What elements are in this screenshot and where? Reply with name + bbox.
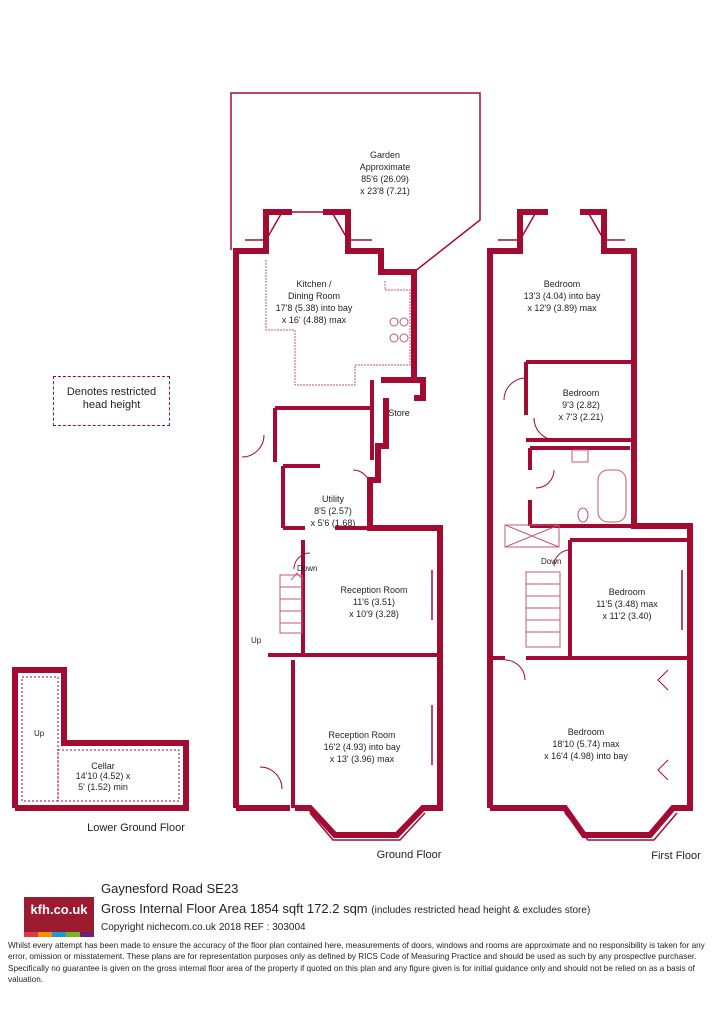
first-level-label: First Floor (651, 850, 701, 862)
bed1-name: Bedroom (544, 279, 581, 289)
cellar-walls (12, 667, 189, 811)
bed3-size-2: x 11'2 (3.40) (602, 611, 651, 621)
kfh-logo: kfh.co.uk (24, 897, 94, 937)
first-stairs-down: Down (541, 557, 561, 566)
garden-outline (230, 92, 481, 273)
ground-floor-walls (233, 209, 443, 838)
gross-internal-area: Gross Internal Floor Area 1854 sqft 172.… (101, 901, 590, 916)
kitchen-name-2: Dining Room (288, 291, 340, 301)
key-line-2: head height (82, 399, 141, 411)
kitchen-size-1: 17'8 (5.38) into bay (276, 303, 353, 313)
first-floor-inner-walls (490, 360, 690, 660)
kitchen-worktop (265, 260, 411, 386)
bathroom-fixtures (571, 449, 627, 523)
reception2-size-1: 16'2 (4.93) into bay (324, 742, 401, 752)
bed4-name: Bedroom (568, 727, 605, 737)
first-floor-bays (498, 213, 683, 841)
kitchen-label: Kitchen / Dining Room 17'8 (5.38) into b… (276, 279, 353, 325)
bed2-size-1: 9'3 (2.82) (562, 400, 600, 410)
property-address: Gaynesford Road SE23 (101, 881, 239, 896)
cellar-name: Cellar (91, 761, 115, 771)
bed2-label: Bedroom 9'3 (2.82) x 7'3 (2.21) (559, 388, 604, 422)
utility-name: Utility (322, 494, 344, 504)
ground-level-label: Ground Floor (377, 849, 442, 861)
bed1-size-2: x 12'9 (3.89) max (527, 303, 597, 313)
key-line-1: Denotes restricted (66, 386, 157, 398)
cellar-size-2: 5' (1.52) min (78, 782, 128, 792)
ground-doors (241, 434, 371, 790)
bed3-label: Bedroom 11'5 (3.48) max x 11'2 (3.40) (596, 587, 658, 621)
reception1-name: Reception Room (340, 585, 407, 595)
garden-width: x 23'8 (7.21) (360, 186, 410, 196)
hob (389, 317, 409, 343)
cellar-size-1: 14'10 (4.52) x (76, 771, 131, 781)
logo-color-bar (24, 932, 94, 937)
bed2-name: Bedroom (563, 388, 600, 398)
garden-length: 85'6 (26.09) (361, 174, 409, 184)
bed1-size-1: 13'3 (4.04) into bay (524, 291, 601, 301)
bed3-size-1: 11'5 (3.48) max (596, 599, 658, 609)
bed3-name: Bedroom (609, 587, 646, 597)
logo-text: kfh.co.uk (30, 902, 88, 917)
reception2-name: Reception Room (328, 730, 395, 740)
bed1-label: Bedroom 13'3 (4.04) into bay x 12'9 (3.8… (524, 279, 601, 313)
reception1-size-2: x 10'9 (3.28) (349, 609, 399, 619)
utility-size-1: 8'5 (2.57) (314, 506, 352, 516)
kitchen-size-2: x 16' (4.88) max (282, 315, 347, 325)
ground-stairs-down: Down (297, 564, 317, 573)
garden-label: Garden Approximate 85'6 (26.09) x 23'8 (… (360, 150, 411, 196)
gia-value: Gross Internal Floor Area 1854 sqft 172.… (101, 901, 368, 916)
garden-approx: Approximate (360, 162, 411, 172)
floor-plan: Garden Approximate 85'6 (26.09) x 23'8 (… (12, 92, 701, 862)
store-label: Store (388, 408, 410, 418)
disclaimer: Whilst every attempt has been made to en… (8, 941, 705, 984)
restricted-head-height-key: Denotes restricted head height (53, 376, 170, 426)
cellar-stairs-up: Up (34, 729, 45, 738)
utility-label: Utility 8'5 (2.57) x 5'6 (1.68) (311, 494, 356, 528)
garden-name: Garden (370, 150, 400, 160)
cellar-label: Cellar 14'10 (4.52) x 5' (1.52) min (76, 761, 131, 792)
ground-stairs (279, 572, 304, 634)
reception1-size-1: 11'6 (3.51) (353, 597, 395, 607)
first-floor-walls (487, 209, 693, 838)
ground-floor-inner-walls (268, 380, 440, 808)
first-stairs (504, 524, 561, 648)
bed2-size-2: x 7'3 (2.21) (559, 412, 604, 422)
bed4-size-1: 18'10 (5.74) max (552, 739, 620, 749)
reception1-label: Reception Room 11'6 (3.51) x 10'9 (3.28) (340, 585, 407, 619)
gia-note: (includes restricted head height & exclu… (371, 905, 591, 916)
copyright: Copyright nichecom.co.uk 2018 REF : 3030… (101, 922, 306, 933)
reception2-label: Reception Room 16'2 (4.93) into bay x 13… (324, 730, 401, 764)
cellar-restricted-area (21, 676, 180, 802)
reception2-size-2: x 13' (3.96) max (330, 754, 395, 764)
bed4-label: Bedroom 18'10 (5.74) max x 16'4 (4.98) i… (544, 727, 628, 761)
utility-size-2: x 5'6 (1.68) (311, 518, 356, 528)
ground-stairs-up: Up (251, 636, 262, 645)
ground-floor-bays (245, 211, 433, 841)
first-doors (503, 377, 669, 781)
kitchen-name: Kitchen / (296, 279, 332, 289)
lower-ground-level-label: Lower Ground Floor (87, 822, 185, 834)
bed4-size-2: x 16'4 (4.98) into bay (544, 751, 628, 761)
